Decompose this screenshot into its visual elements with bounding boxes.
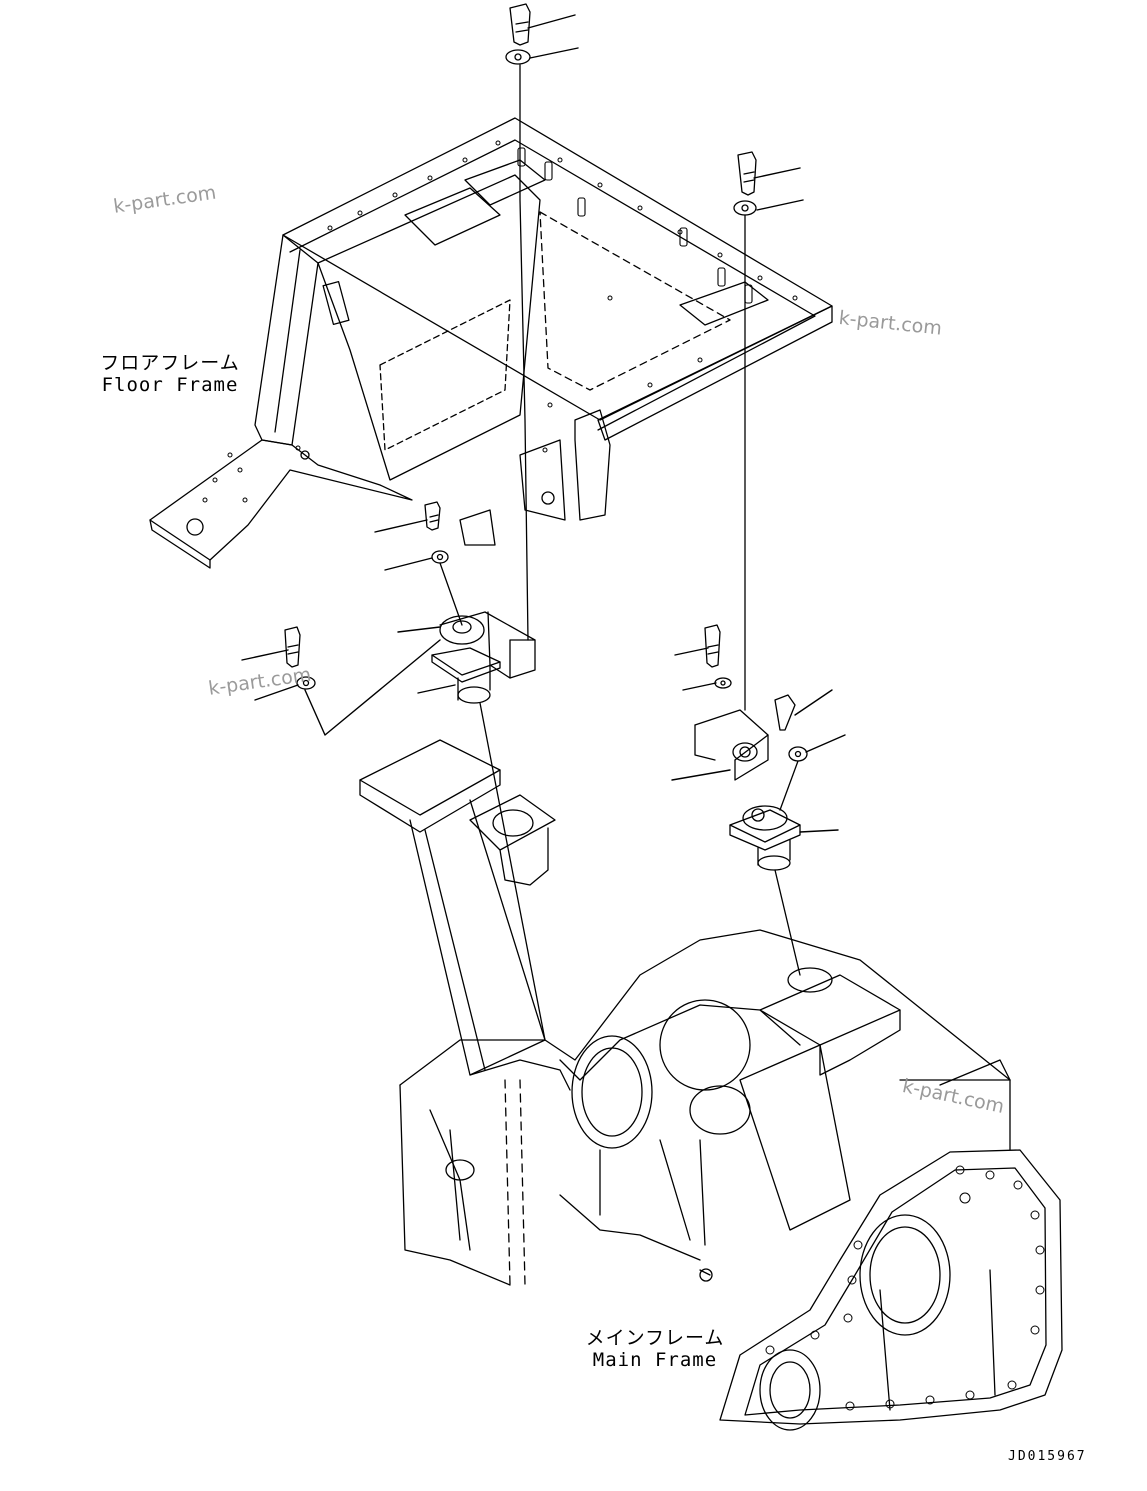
- washer-right-top: [733, 200, 757, 216]
- drawing-code: JD015967: [1008, 1449, 1087, 1464]
- leader-lines: [241, 14, 846, 833]
- bolt-right-top: [737, 151, 757, 196]
- main-frame-label-en: Main Frame: [592, 1349, 718, 1371]
- washer-right-mid: [714, 677, 732, 689]
- bolt-right-mid: [704, 624, 721, 668]
- floor-frame-label-jp: フロアフレーム: [100, 352, 240, 374]
- washer-right-outer: [788, 746, 808, 762]
- floor-frame-label-en: Floor Frame: [101, 374, 239, 396]
- top-center-bolt-assembly: [505, 3, 531, 641]
- main-frame-label: メインフレーム Main Frame: [580, 1327, 730, 1371]
- washer-left-outer: [296, 676, 316, 690]
- floor-frame: [149, 117, 833, 569]
- left-mount-assembly: [284, 501, 546, 1041]
- bolt-left-outer: [284, 626, 301, 668]
- bolt-top-center: [509, 3, 531, 46]
- bolt-left-upper: [424, 501, 441, 531]
- main-frame: [359, 739, 1063, 1431]
- right-mount-assembly: [694, 151, 808, 976]
- floor-frame-label: フロアフレーム Floor Frame: [95, 352, 245, 396]
- bolt-right-outer: [774, 694, 796, 731]
- main-frame-label-jp: メインフレーム: [585, 1327, 725, 1349]
- washer-top-center: [505, 49, 531, 65]
- washer-left-upper: [431, 550, 449, 564]
